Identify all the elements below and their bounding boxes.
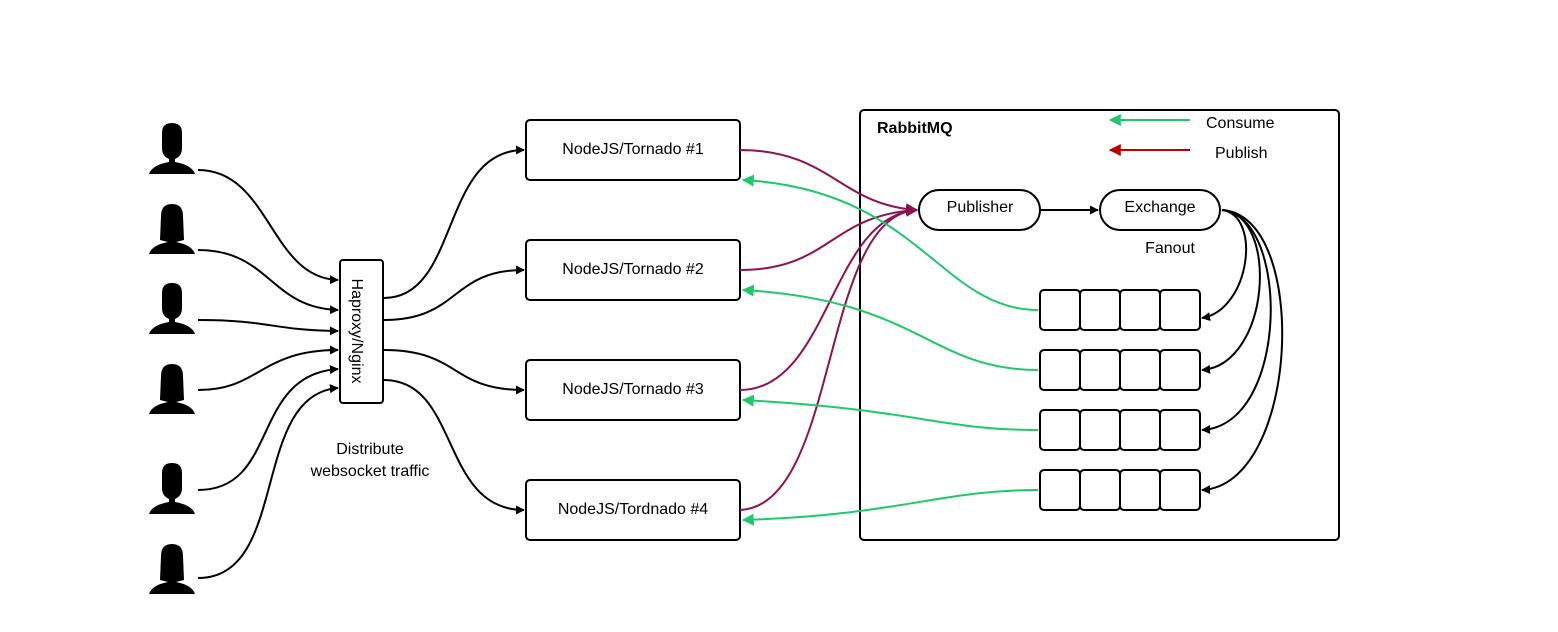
queue-cell [1119,469,1161,511]
queue-cell [1159,349,1201,391]
fanout-connectors [1201,209,1284,495]
user-female-icon [149,204,195,254]
queue [1039,349,1201,391]
load-balancer-caption: Distribute [336,441,404,458]
publisher-label: Publisher [947,199,1014,216]
connector [197,249,339,315]
connector [383,265,525,321]
queue-cell [1079,469,1121,511]
queue-cell [1119,289,1161,331]
publish-arrow [739,204,919,511]
load-balancer: Haproxy/Nginx [339,259,384,404]
queue-cell [1079,409,1121,451]
legend-consume-label: Consume [1206,115,1275,132]
load-balancer-caption: websocket traffic [310,463,430,480]
queue-cell [1039,289,1081,331]
user-male-icon [149,463,195,514]
queue-cell [1119,349,1161,391]
publish-arrow [739,204,919,271]
server-label: NodeJS/Tornado #1 [562,141,704,158]
server-label: NodeJS/Tornado #3 [562,381,704,398]
lb-connectors [383,145,525,515]
user-female-icon [149,364,195,414]
server-label: NodeJS/Tornado #2 [562,261,704,278]
user-male-icon [149,283,195,334]
consume-arrow [741,394,1039,431]
queue-cell [1039,349,1081,391]
server-label: NodeJS/Tordnado #4 [558,501,708,518]
queue [1039,469,1201,511]
exchange-label: Exchange [1124,199,1195,216]
connector [383,349,525,395]
consume-arrow [741,284,1039,371]
legend-publish-label: Publish [1215,145,1267,162]
consume-arrow [741,174,1039,311]
connector [1201,209,1272,435]
server-node: NodeJS/Tornado #2 [525,239,741,301]
publish-arrow [739,149,919,216]
queue [1039,289,1201,331]
rabbitmq-title: RabbitMQ [877,120,953,137]
publisher-node: Publisher [918,189,1041,231]
connector [383,145,525,299]
queue-cell [1119,409,1161,451]
connector [197,384,339,579]
connector [1201,209,1248,322]
server-node: NodeJS/Tornado #3 [525,359,741,421]
connector [197,319,339,336]
connector [197,365,339,491]
queue-cell [1159,469,1201,511]
queue-cell [1159,289,1201,331]
connector [383,379,525,515]
rabbitmq-container: RabbitMQ [859,109,1340,541]
user-connectors [197,169,339,579]
exchange-type-label: Fanout [1145,240,1195,257]
server-node: NodeJS/Tordnado #4 [525,479,741,541]
connector [1201,209,1284,495]
queue-cell [1079,289,1121,331]
connector [197,345,339,391]
queue-cell [1039,409,1081,451]
user-female-icon [149,544,195,594]
load-balancer-label: Haproxy/Nginx [348,279,365,384]
consume-connectors [741,174,1039,526]
publish-connectors [739,149,919,511]
connector [197,169,339,285]
server-node: NodeJS/Tornado #1 [525,119,741,181]
queue-cell [1039,469,1081,511]
user-male-icon [149,123,195,174]
queue [1039,409,1201,451]
connector [1201,209,1261,374]
exchange-node: Exchange [1099,189,1221,231]
queue-cell [1079,349,1121,391]
users-group [149,123,195,594]
legend: Consume Publish [1108,114,1275,162]
consume-arrow [741,489,1039,526]
queue-cell [1159,409,1201,451]
